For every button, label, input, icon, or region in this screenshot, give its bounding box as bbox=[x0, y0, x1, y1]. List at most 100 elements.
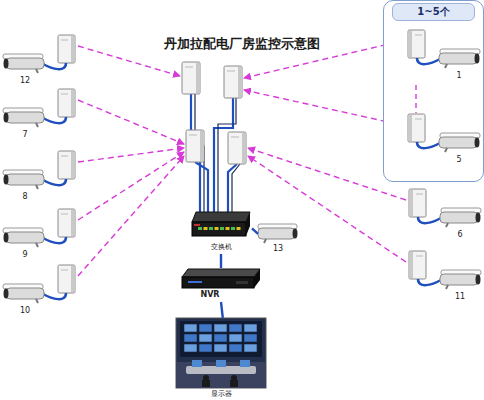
node-label: 9 bbox=[7, 249, 43, 261]
video-screen bbox=[199, 334, 212, 342]
camera-bracket bbox=[445, 64, 447, 68]
switch-port bbox=[204, 227, 208, 230]
bridge-mark bbox=[415, 35, 422, 36]
bridge-side bbox=[196, 63, 200, 93]
camera-unit: 11 bbox=[404, 250, 484, 306]
camera-unit-illustration bbox=[403, 113, 483, 153]
display-monitor: 显示器 bbox=[176, 318, 266, 400]
camera-lens bbox=[475, 138, 480, 148]
picture-frame bbox=[176, 318, 266, 388]
bridge-mark bbox=[61, 40, 68, 41]
node-label: NVR bbox=[180, 290, 240, 300]
bridge-body bbox=[58, 151, 75, 179]
connector-line bbox=[221, 302, 223, 318]
camera-unit-illustration bbox=[0, 208, 80, 248]
camera-cable bbox=[43, 117, 66, 123]
switch-port bbox=[220, 227, 224, 230]
camera-body bbox=[439, 137, 477, 148]
camera-unit-illustration bbox=[0, 150, 80, 190]
camera-unit bbox=[3, 151, 75, 189]
wireless-link bbox=[78, 152, 184, 220]
wireless-bridge bbox=[224, 66, 242, 98]
switch-port bbox=[226, 227, 230, 230]
nvr-recorder: NVR bbox=[180, 268, 262, 302]
camera-bracket bbox=[36, 299, 38, 303]
camera-unit: 7 bbox=[0, 88, 80, 144]
bridge-mark bbox=[61, 270, 68, 271]
camera-cable bbox=[418, 217, 441, 223]
bridge-side bbox=[408, 115, 412, 141]
node-label: 11 bbox=[442, 291, 478, 303]
camera-illustration bbox=[258, 222, 298, 244]
bridge-side bbox=[409, 252, 413, 278]
wireless-link bbox=[78, 100, 184, 144]
node-label: 显示器 bbox=[176, 389, 266, 399]
video-screen bbox=[244, 324, 257, 332]
video-screen bbox=[229, 344, 242, 352]
camera-unit: 10 bbox=[0, 264, 80, 320]
camera-unit bbox=[408, 114, 480, 152]
camera-unit-illustration bbox=[404, 188, 484, 228]
network-switch: 交换机 bbox=[190, 210, 252, 254]
bridge-mark bbox=[415, 119, 422, 120]
camera-unit bbox=[409, 189, 481, 227]
camera-lens bbox=[4, 59, 9, 69]
console-monitor bbox=[192, 360, 202, 367]
camera-unit: 5 bbox=[403, 113, 483, 169]
camera-lens bbox=[4, 289, 9, 299]
bridge-side bbox=[409, 190, 413, 216]
camera-unit-illustration bbox=[0, 88, 80, 128]
bridge-side bbox=[242, 133, 246, 163]
operator bbox=[230, 380, 238, 387]
camera-lens bbox=[475, 54, 480, 64]
camera-bracket bbox=[446, 285, 448, 289]
camera-bracket bbox=[36, 123, 38, 127]
switch-port bbox=[237, 227, 241, 230]
camera-unit: 1 bbox=[403, 29, 483, 85]
camera-unit bbox=[409, 251, 481, 289]
video-screen bbox=[214, 344, 227, 352]
camera-cable bbox=[43, 293, 66, 299]
camera-body bbox=[6, 232, 44, 243]
wireless-link bbox=[244, 90, 406, 126]
nvr-side bbox=[254, 269, 260, 288]
console-desk bbox=[186, 366, 256, 374]
wireless-links bbox=[78, 40, 406, 276]
connector-line bbox=[252, 228, 258, 233]
camera-cable bbox=[43, 237, 66, 243]
camera-body bbox=[440, 274, 478, 285]
bridge-mark bbox=[227, 71, 235, 72]
bridge-mark bbox=[189, 135, 197, 136]
nvr-slot bbox=[236, 281, 248, 284]
video-screen bbox=[184, 324, 197, 332]
diagram-title: 丹加拉配电厂房监控示意图 bbox=[132, 35, 352, 53]
camera-body bbox=[258, 228, 295, 239]
bridge-side bbox=[200, 131, 204, 161]
camera-cable bbox=[417, 58, 440, 64]
nvr-led bbox=[188, 281, 202, 283]
bridge-mark bbox=[185, 67, 193, 68]
video-screen bbox=[214, 334, 227, 342]
camera-cable bbox=[43, 179, 66, 185]
bridge-body bbox=[224, 66, 242, 98]
switch-port bbox=[198, 227, 202, 230]
wireless-link bbox=[78, 156, 184, 276]
camera-lens bbox=[476, 213, 481, 223]
bridge-mark bbox=[61, 156, 68, 157]
video-screen bbox=[184, 334, 197, 342]
bridge-side bbox=[238, 67, 242, 97]
connector-line bbox=[220, 254, 222, 268]
node-label: 10 bbox=[7, 305, 43, 317]
camera-body bbox=[6, 112, 44, 123]
switch-led bbox=[194, 224, 200, 226]
camera-cable bbox=[418, 279, 441, 285]
cable bbox=[195, 162, 208, 213]
bridge-side bbox=[71, 210, 75, 236]
camera-unit: 12 bbox=[0, 34, 80, 90]
video-screen bbox=[184, 344, 197, 352]
camera-unit bbox=[3, 209, 75, 247]
video-screen bbox=[199, 324, 212, 332]
camera-body bbox=[439, 53, 477, 64]
bridge-body bbox=[409, 189, 426, 217]
